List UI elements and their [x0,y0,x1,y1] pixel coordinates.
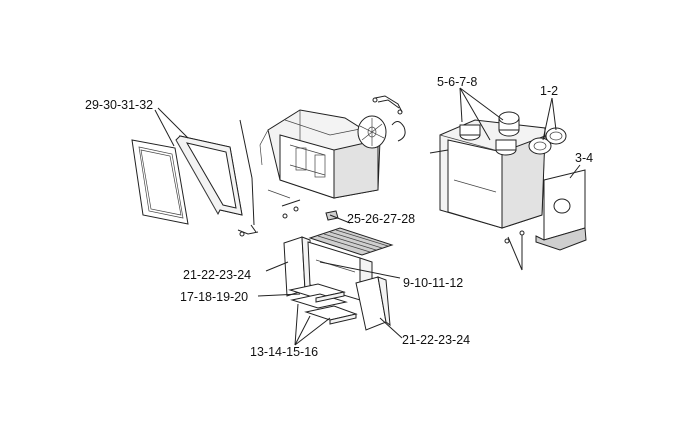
label-left-side-liner: 21-22-23-24 [183,268,252,282]
label-door-frame: 29-30-31-32 [85,98,154,112]
blower-fan [357,115,406,149]
flue-collar [498,111,520,137]
baffle-plates [308,227,394,256]
label-inner-casing: 5-6-7-8 [437,75,478,89]
outer-casing [439,119,546,244]
label-side-plate: 3-4 [575,151,594,165]
label-right-side-liner: 21-22-23-24 [402,333,471,347]
label-collars: 1-2 [540,84,559,98]
label-bottom-liner: 17-18-19-20 [180,290,249,304]
floor-bricks [288,283,358,325]
top-bracket [372,95,403,115]
label-baffle: 25-26-27-28 [347,212,416,226]
hinge-rod [237,119,259,237]
side-plate [535,169,587,251]
firebox-body [259,109,381,199]
label-floor-bricks: 13-14-15-16 [250,345,319,359]
leader-lines [154,87,581,346]
collar-rings [528,127,567,155]
right-side-liner [355,276,391,331]
door-glass-panel [131,139,189,225]
label-rear-liner: 9-10-11-12 [403,276,464,290]
door-frame [175,135,243,216]
